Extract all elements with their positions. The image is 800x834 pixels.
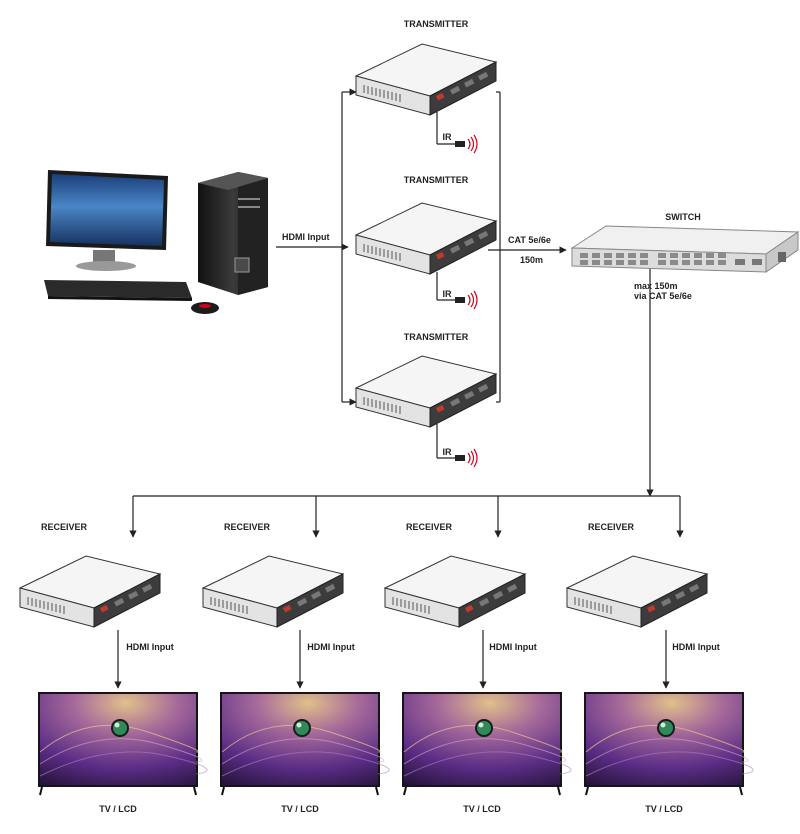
cat-cable-label: CAT 5e/6e [508, 235, 551, 245]
tv-2: TV / LCD [219, 691, 391, 814]
receiver-1: RECEIVER HDMI Input [19, 522, 174, 652]
receiver-3: RECEIVER HDMI Input [384, 522, 537, 652]
hdmi-input-pc-label: HDMI Input [282, 232, 330, 242]
tv-icon [219, 691, 391, 796]
switch-port [616, 253, 624, 258]
tv-icon [583, 691, 755, 796]
computer-icon [44, 170, 268, 314]
ir-label-1: IR [443, 132, 453, 142]
switch-port [694, 253, 702, 258]
switch-port [592, 260, 600, 265]
switch-port [580, 253, 588, 258]
receiver-1-label: RECEIVER [41, 522, 88, 532]
switch-port [682, 260, 690, 265]
transmitter-3: TRANSMITTER IR [355, 332, 497, 468]
tv-icon [37, 691, 209, 796]
switch-port [604, 253, 612, 258]
connector-lines [114, 88, 684, 689]
switch-port [670, 260, 678, 265]
switch-port [658, 260, 666, 265]
switch-port [592, 253, 600, 258]
switch-port [640, 253, 648, 258]
transmitter-1: TRANSMITTER IR [355, 19, 497, 154]
tv-3-label: TV / LCD [463, 804, 501, 814]
switch-label: SWITCH [665, 212, 701, 222]
switch-icon [570, 225, 800, 273]
transmitter-icon [355, 202, 497, 275]
switch-port [706, 260, 714, 265]
receiver-2-label: RECEIVER [224, 522, 271, 532]
tv-icon [401, 691, 573, 796]
switch: SWITCH [570, 212, 800, 273]
receiver-4-label: RECEIVER [588, 522, 635, 532]
receiver-4: RECEIVER HDMI Input [566, 522, 720, 652]
switch-port [580, 260, 588, 265]
transmitter-2-label: TRANSMITTER [404, 175, 469, 185]
transmitter-icon [355, 355, 497, 428]
switch-port [616, 260, 624, 265]
receiver-icon [202, 555, 344, 628]
ir-label-3: IR [443, 447, 453, 457]
max-distance-label: max 150m [634, 281, 678, 291]
tv-4-label: TV / LCD [645, 804, 683, 814]
receiver-icon [19, 555, 161, 628]
switch-port [682, 253, 690, 258]
receiver-2-hdmi-label: HDMI Input [307, 642, 355, 652]
switch-port [604, 260, 612, 265]
switch-port [640, 260, 648, 265]
tv-2-label: TV / LCD [281, 804, 319, 814]
switch-port [628, 260, 636, 265]
ir-sensor-icon [454, 290, 478, 310]
tv-1-label: TV / LCD [99, 804, 137, 814]
transmitter-3-label: TRANSMITTER [404, 332, 469, 342]
via-cable-label: via CAT 5e/6e [634, 291, 692, 301]
receiver-3-hdmi-label: HDMI Input [489, 642, 537, 652]
switch-port [628, 253, 636, 258]
switch-port [718, 260, 726, 265]
switch-port [694, 260, 702, 265]
switch-port [658, 253, 666, 258]
transmitter-2: TRANSMITTER IR [355, 175, 497, 310]
tv-3: TV / LCD [401, 691, 573, 814]
switch-port [718, 253, 726, 258]
switch-port [670, 253, 678, 258]
receiver-icon [566, 555, 708, 628]
receiver-4-hdmi-label: HDMI Input [672, 642, 720, 652]
ir-label-2: IR [443, 289, 453, 299]
receiver-3-label: RECEIVER [406, 522, 453, 532]
receiver-2: RECEIVER HDMI Input [202, 522, 355, 652]
switch-port [706, 253, 714, 258]
tv-4: TV / LCD [583, 691, 755, 814]
ir-sensor-icon [454, 448, 478, 468]
cable-length-label: 150m [520, 255, 543, 265]
receiver-1-hdmi-label: HDMI Input [126, 642, 174, 652]
receiver-icon [384, 555, 526, 628]
tv-1: TV / LCD [37, 691, 209, 814]
ir-sensor-icon [454, 134, 478, 154]
transmitter-1-label: TRANSMITTER [404, 19, 469, 29]
transmitter-icon [355, 43, 497, 116]
